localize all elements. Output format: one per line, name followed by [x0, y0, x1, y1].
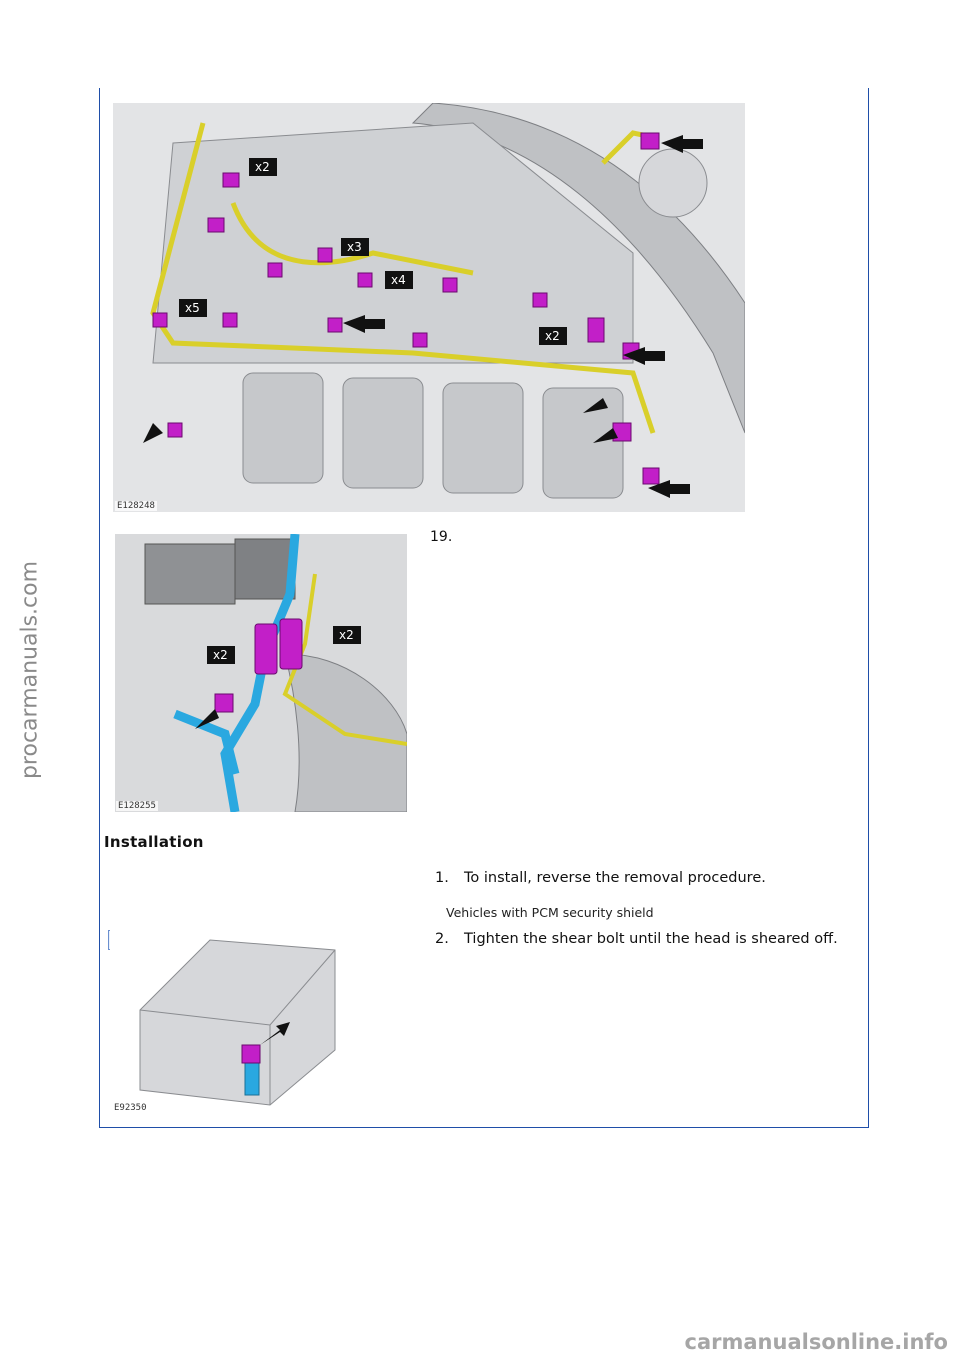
- pcm-shield-illustration: [139, 939, 336, 1106]
- content-frame: [99, 88, 869, 1128]
- step-number: 1.: [435, 870, 449, 886]
- figure-pcm-shield: E92350: [110, 930, 345, 1115]
- engine-harness-illustration: x2 x3 x4 x5 x2: [113, 103, 745, 512]
- installation-step-1: 1. To install, reverse the removal proce…: [435, 869, 855, 889]
- harness-connectors-illustration: x2 x2: [115, 534, 407, 812]
- figure-code: E92350: [112, 1103, 149, 1113]
- callout-x2-c: x2: [213, 648, 228, 662]
- figure-code: E128248: [115, 501, 157, 511]
- installation-note: Vehicles with PCM security shield: [446, 905, 654, 920]
- step-number: 2.: [435, 931, 449, 947]
- callout-x2-b: x2: [545, 329, 560, 343]
- figure-engine-harness: x2 x3 x4 x5 x2 E128248: [113, 103, 745, 512]
- bottom-watermark: carmanualsonline.info: [684, 1330, 948, 1354]
- step-text: To install, reverse the removal procedur…: [464, 870, 766, 886]
- side-watermark: procarmanuals.com: [17, 560, 43, 780]
- callout-x2-a: x2: [255, 160, 270, 174]
- callout-x3: x3: [347, 240, 362, 254]
- removal-step-number: 19.: [430, 529, 453, 545]
- figure-harness-connectors: x2 x2 E128255: [115, 534, 407, 812]
- callout-x4: x4: [391, 273, 406, 287]
- installation-heading: Installation: [104, 833, 204, 851]
- step-text: Tighten the shear bolt until the head is…: [464, 931, 838, 947]
- callout-x5: x5: [185, 301, 200, 315]
- installation-step-2: 2. Tighten the shear bolt until the head…: [435, 930, 855, 970]
- callout-x2-d: x2: [339, 628, 354, 642]
- figure-code: E128255: [116, 801, 158, 811]
